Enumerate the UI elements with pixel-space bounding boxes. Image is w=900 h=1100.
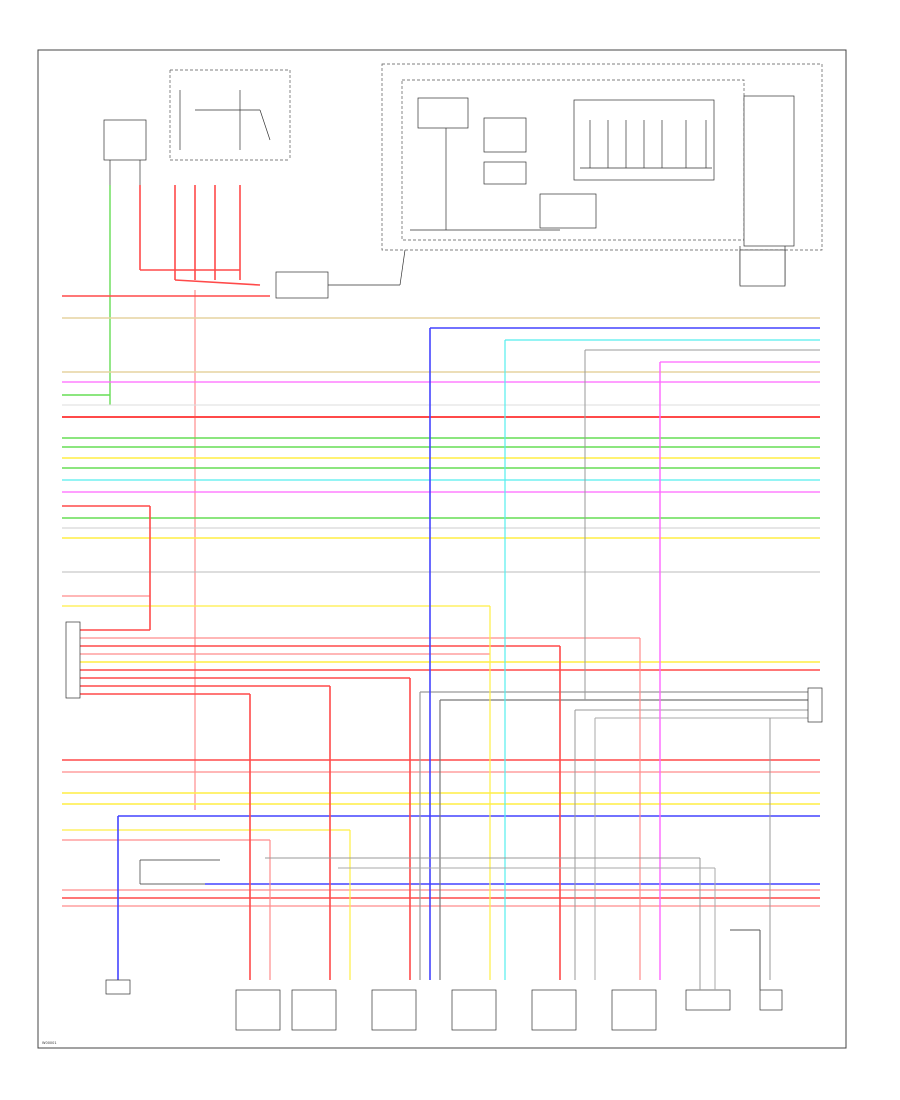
ecm-transistor-row xyxy=(580,120,712,169)
lower-wire-bus xyxy=(62,759,820,907)
injector-units xyxy=(235,989,783,1031)
footer-code: W00001 xyxy=(42,1041,57,1045)
top-left-vertical-wires xyxy=(109,185,261,810)
left-connector-bundle xyxy=(65,506,820,699)
diagram-frame xyxy=(37,49,847,1049)
ignition-switch-block xyxy=(103,69,291,185)
right-connector-bundle xyxy=(420,687,823,723)
bottom-left-relay xyxy=(105,859,220,995)
horizontal-wire-bus xyxy=(62,295,820,607)
junction-connector-top-right xyxy=(739,249,786,287)
bottom-gray-harness xyxy=(265,857,761,990)
vertical-trunk-wires xyxy=(117,328,771,980)
engine-control-module xyxy=(381,63,823,285)
relay-block xyxy=(275,249,406,299)
